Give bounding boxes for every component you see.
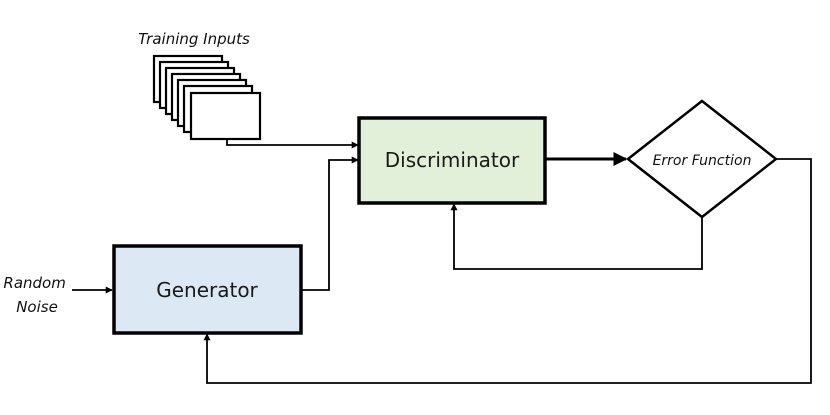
discriminator-label: Discriminator <box>385 148 520 172</box>
training-inputs-stack <box>152 54 262 141</box>
error-to-generator-feedback-arrow <box>203 158 812 384</box>
random-noise-line-1: Random <box>3 274 65 292</box>
random-noise-label: Random Noise <box>3 274 70 316</box>
error-to-discriminator-feedback-arrow <box>450 203 703 270</box>
error-function-label: Error Function <box>653 153 752 169</box>
generator-box <box>112 244 303 335</box>
training-inputs-label: Training Inputs <box>138 30 250 48</box>
generator-to-discriminator-arrow <box>301 156 359 291</box>
training-to-discriminator-arrow <box>226 139 359 149</box>
generator-label: Generator <box>156 278 258 302</box>
random-noise-line-2: Noise <box>16 298 58 316</box>
